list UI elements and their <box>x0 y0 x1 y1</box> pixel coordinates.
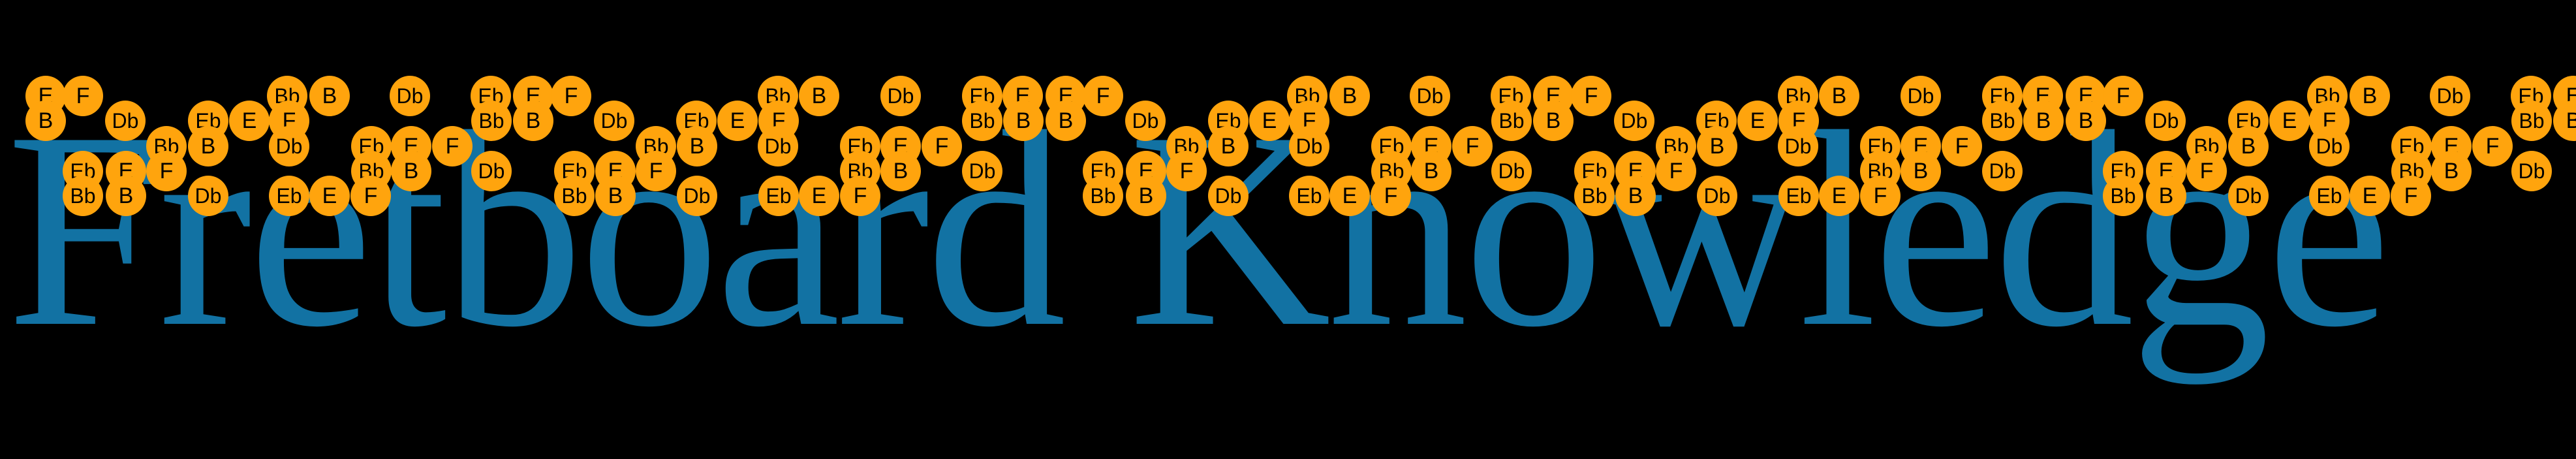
note-marker: Db <box>390 76 430 116</box>
note-marker: B <box>1411 151 1451 191</box>
note-marker: Db <box>269 126 309 166</box>
note-marker: F <box>1656 151 1696 191</box>
note-marker: B <box>1003 101 1044 141</box>
note-marker: Eb <box>758 176 799 216</box>
note-marker: E <box>309 176 350 216</box>
note-marker: F <box>2472 126 2513 166</box>
note-marker: F <box>2103 76 2143 116</box>
note-marker: E <box>2350 176 2390 216</box>
note-marker: Eb <box>1289 176 1329 216</box>
note-marker: Bb <box>962 101 1002 141</box>
note-marker: Db <box>105 101 146 141</box>
note-marker: Db <box>188 176 228 216</box>
note-marker: B <box>1533 101 1574 141</box>
note-marker: F <box>840 176 880 216</box>
note-marker: Db <box>1697 176 1737 216</box>
note-marker: B <box>1819 76 1859 116</box>
note-marker: Db <box>677 176 717 216</box>
note-marker: F <box>1452 126 1493 166</box>
note-marker: E <box>1819 176 1859 216</box>
note-marker: F <box>922 126 962 166</box>
note-marker: Db <box>1289 126 1329 166</box>
note-marker: Db <box>1491 151 1532 191</box>
note-marker: B <box>1901 151 1941 191</box>
note-marker: B <box>188 126 228 166</box>
note-marker: E <box>1737 101 1778 141</box>
note-marker: B <box>513 101 553 141</box>
note-marker: Db <box>1982 151 2023 191</box>
note-marker: Bb <box>1574 176 1615 216</box>
note-marker: E <box>799 176 839 216</box>
note-marker: Db <box>1410 76 1450 116</box>
note-marker: Db <box>594 101 634 141</box>
note-marker: Db <box>758 126 798 166</box>
note-marker: Bb <box>2511 101 2552 141</box>
note-marker: E <box>229 101 270 141</box>
note-marker: B <box>1697 126 1737 166</box>
note-marker: E <box>717 101 758 141</box>
note-marker: B <box>25 101 66 141</box>
note-marker: Db <box>1125 101 1166 141</box>
note-marker: Db <box>2511 151 2552 191</box>
note-marker: B <box>391 151 431 191</box>
note-marker: Bb <box>1982 101 2023 141</box>
note-marker: Bb <box>2103 176 2143 216</box>
note-marker: F <box>350 176 391 216</box>
note-marker: B <box>2066 101 2106 141</box>
note-marker: Bb <box>63 176 103 216</box>
note-marker: B <box>595 176 636 216</box>
note-marker: F <box>2186 151 2227 191</box>
note-marker: F <box>1860 176 1901 216</box>
note-marker: B <box>1208 126 1249 166</box>
note-marker: Db <box>471 151 512 191</box>
note-marker: Bb <box>1083 176 1123 216</box>
note-marker: Bb <box>1491 101 1532 141</box>
note-marker: B <box>1046 101 1086 141</box>
note-marker: F <box>2391 176 2431 216</box>
note-marker: F <box>1571 76 1611 116</box>
note-marker: Bb <box>471 101 512 141</box>
note-marker: B <box>677 126 717 166</box>
note-marker: F <box>146 151 187 191</box>
note-marker: F <box>636 151 676 191</box>
note-marker: B <box>2228 126 2269 166</box>
note-marker: F <box>1371 176 1411 216</box>
note-marker: B <box>1329 76 1370 116</box>
note-marker: Eb <box>2309 176 2350 216</box>
note-marker: F <box>551 76 591 116</box>
note-marker: B <box>2023 101 2064 141</box>
note-marker: Eb <box>1778 176 1819 216</box>
note-marker: Db <box>880 76 921 116</box>
note-marker: B <box>309 76 350 116</box>
note-marker: Eb <box>269 176 309 216</box>
note-marker: E <box>2269 101 2310 141</box>
note-marker: B <box>1615 176 1656 216</box>
note-marker: Db <box>2228 176 2269 216</box>
note-marker: F <box>63 76 103 116</box>
note-marker: Eb <box>1208 101 1249 141</box>
note-marker: F <box>1942 126 1982 166</box>
note-marker: B <box>2431 151 2472 191</box>
note-marker: Db <box>2309 126 2350 166</box>
note-marker: Db <box>2145 101 2186 141</box>
note-marker: B <box>799 76 839 116</box>
note-marker: Db <box>1901 76 1941 116</box>
note-marker: F <box>1083 76 1123 116</box>
note-marker: Db <box>1778 126 1818 166</box>
note-marker: B <box>2350 76 2390 116</box>
note-marker: Bb <box>554 176 595 216</box>
note-marker: Db <box>2430 76 2470 116</box>
note-marker: Db <box>962 151 1002 191</box>
note-marker: B <box>1126 176 1166 216</box>
note-marker: B <box>880 151 921 191</box>
note-marker: F <box>1166 151 1207 191</box>
note-marker: F <box>432 126 473 166</box>
note-marker: E <box>1329 176 1370 216</box>
note-marker: B <box>106 176 146 216</box>
note-marker: E <box>1249 101 1290 141</box>
note-marker: Db <box>1614 101 1654 141</box>
note-marker: Db <box>1208 176 1249 216</box>
note-marker: B <box>2146 176 2186 216</box>
